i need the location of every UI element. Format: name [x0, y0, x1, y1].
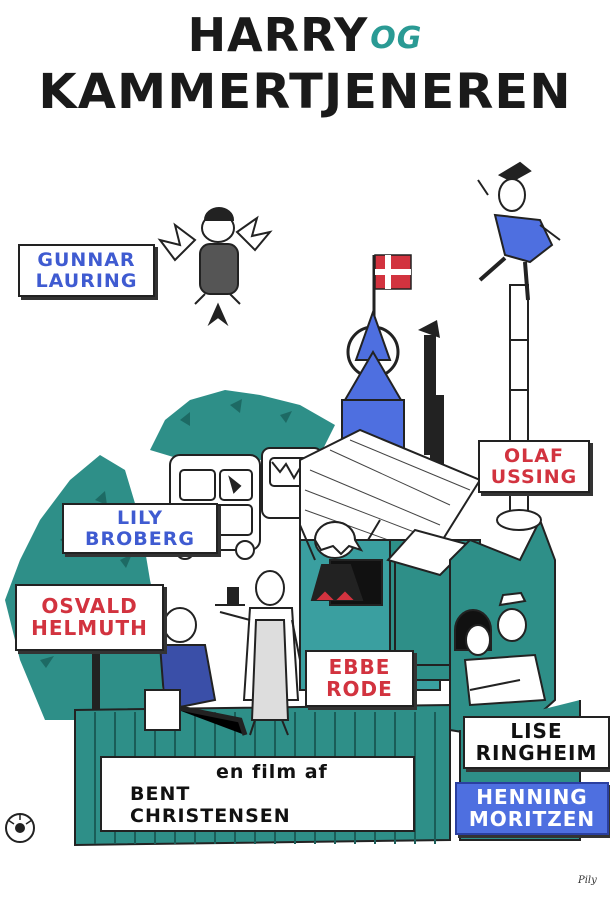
cast-sign-gunnar-lauring: GUNNAR LAURING	[18, 244, 155, 298]
title-line-2: KAMMERTJENEREN	[38, 64, 572, 120]
cast-first-name: HENNING	[476, 785, 588, 809]
cast-last-name: RODE	[326, 676, 393, 701]
studio-logo-icon	[5, 813, 35, 843]
cast-first-name: EBBE	[328, 655, 391, 679]
cast-sign-henning-moritzen: HENNING MORITZEN	[455, 782, 609, 836]
artist-signature: Pily	[578, 875, 597, 886]
credit-director-last: CHRISTENSEN	[130, 804, 291, 827]
danish-flag-icon	[372, 254, 412, 330]
cast-last-name: HELMUTH	[31, 615, 148, 640]
cast-first-name: LISE	[510, 719, 563, 743]
cast-last-name: MORITZEN	[468, 806, 596, 831]
cast-sign-lily-broberg: LILY BROBERG	[62, 503, 218, 555]
credit-line-1: en film af	[216, 761, 328, 783]
cast-last-name: LAURING	[35, 269, 138, 292]
tall-pole	[496, 284, 542, 531]
butler-character	[215, 570, 301, 736]
title-line-1: HARRYOG	[0, 12, 610, 58]
cast-sign-olaf-ussing: OLAF USSING	[478, 440, 590, 494]
cast-last-name: BROBERG	[85, 527, 195, 550]
couple-character	[454, 591, 547, 707]
cast-sign-lise-ringheim: LISE RINGHEIM	[463, 716, 610, 770]
director-credit-sign: en film af BENT CHRISTENSEN	[100, 756, 415, 832]
cast-first-name: GUNNAR	[37, 249, 136, 271]
cast-first-name: LILY	[116, 507, 164, 529]
cast-last-name: USSING	[490, 465, 578, 488]
credit-director-first: BENT	[130, 782, 191, 805]
woman-in-window	[299, 519, 381, 602]
climber-character	[477, 161, 561, 301]
title-og: OG	[370, 20, 423, 56]
cast-first-name: OLAF	[504, 445, 564, 467]
cast-sign-ebbe-rode: EBBE RODE	[305, 650, 414, 708]
tree-right	[150, 390, 335, 465]
cast-last-name: RINGHEIM	[475, 740, 598, 765]
cast-first-name: OSVALD	[41, 594, 138, 618]
angel-character	[157, 207, 273, 327]
cast-sign-osvald-helmuth: OSVALD HELMUTH	[15, 584, 164, 652]
seated-man-character	[144, 607, 248, 736]
title-harry: HARRY	[187, 8, 369, 62]
